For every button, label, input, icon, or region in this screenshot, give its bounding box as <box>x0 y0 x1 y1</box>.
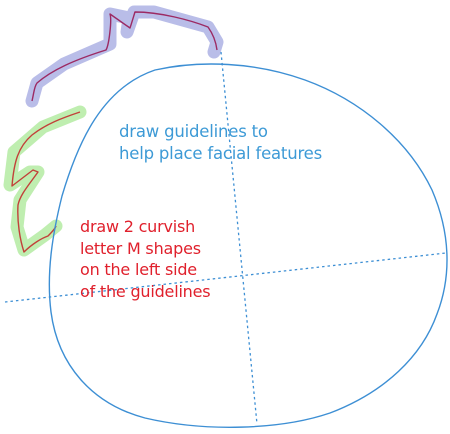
vertical-guideline <box>220 51 258 425</box>
bottom-m-shape <box>11 111 81 253</box>
top-m-shape <box>31 11 218 102</box>
m-shapes-instruction: draw 2 curvish letter M shapes on the le… <box>80 216 211 302</box>
guideline-instruction: draw guidelines to help place facial fea… <box>119 121 322 165</box>
m-shapes-instruction-line-2: letter M shapes <box>80 238 201 258</box>
guideline-instruction-line-2: help place facial features <box>119 144 323 163</box>
m-shapes-instruction-line-4: of the guidelines <box>80 281 211 301</box>
top-m-shape-highlight <box>25 5 224 108</box>
m-shapes-instruction-line-3: on the left side <box>80 260 197 279</box>
bottom-m-shape-highlight <box>3 105 87 257</box>
head-outline <box>48 63 448 428</box>
m-shapes-instruction-line-1: draw 2 curvish <box>80 217 196 236</box>
guideline-instruction-line-1: draw guidelines to <box>119 122 268 141</box>
horizontal-guideline <box>4 252 447 303</box>
